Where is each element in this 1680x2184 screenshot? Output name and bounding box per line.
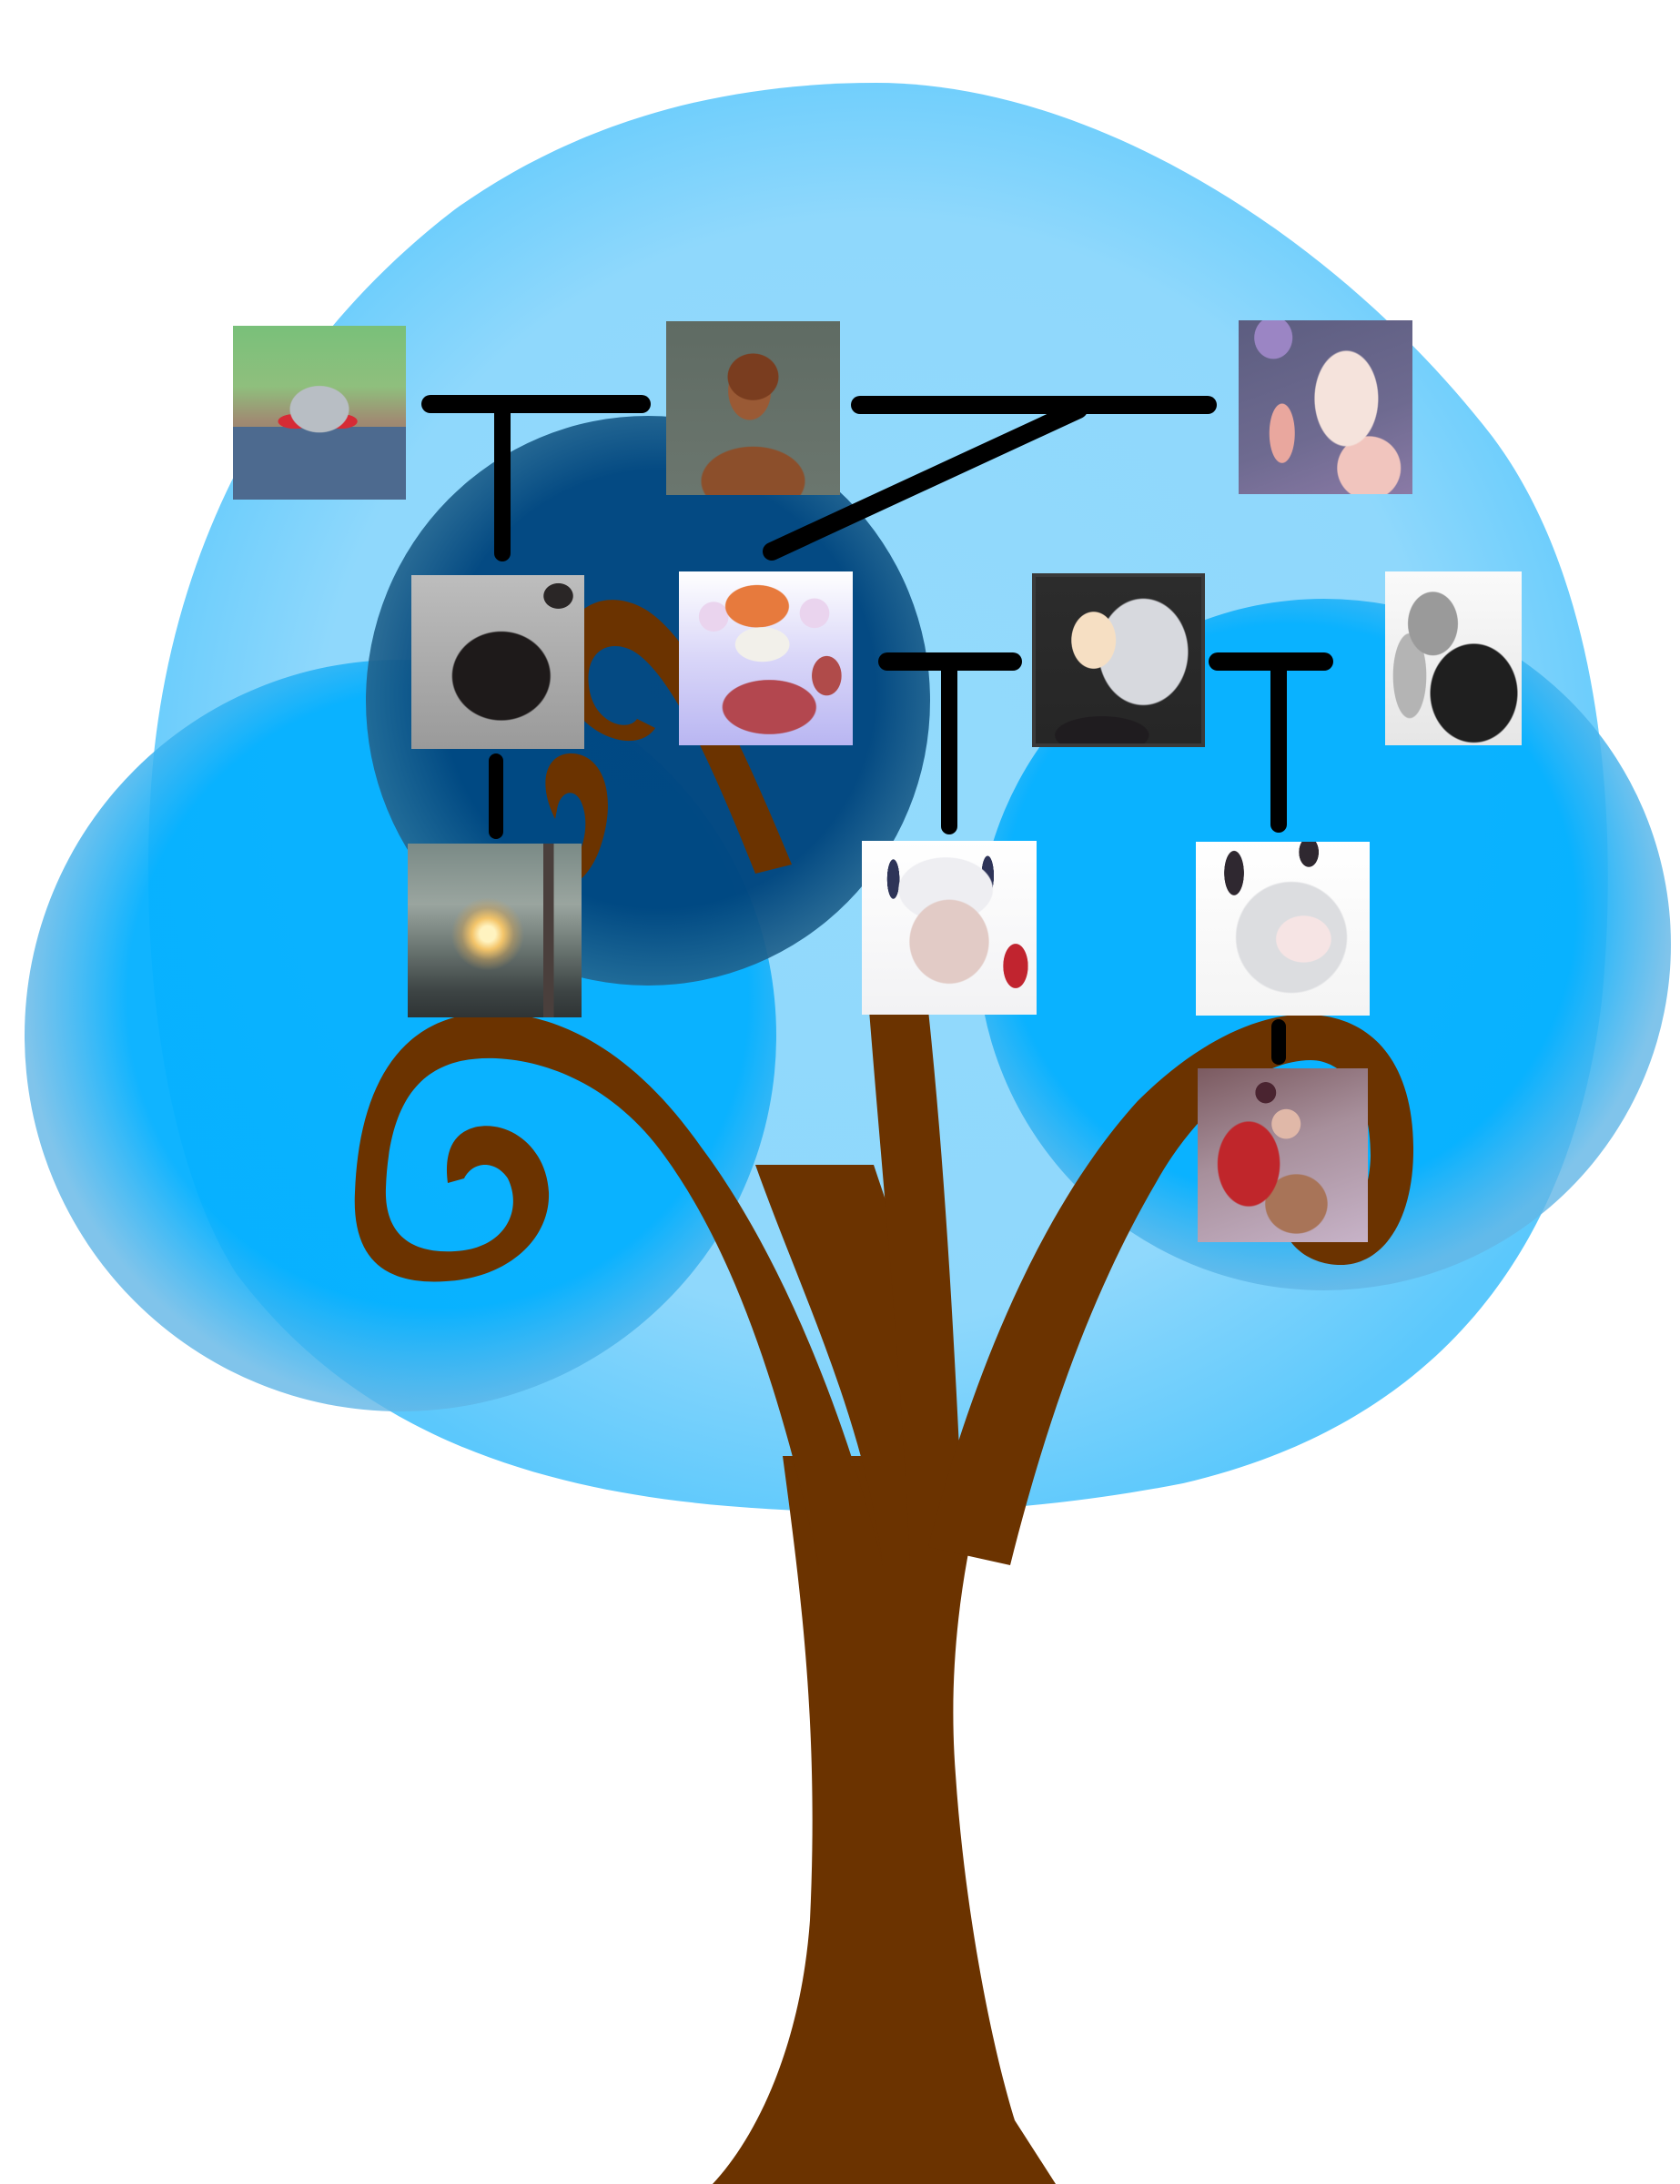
- portrait-pale-woman: Pale-haired woman in profile: [1239, 320, 1412, 494]
- portrait-horned-girl-label: White-haired horned girl with red ribbon: [862, 1003, 1037, 1015]
- upper-swirl: [559, 600, 792, 874]
- connectors: [421, 395, 1333, 1065]
- portrait-forest: Misty forest with glowing light: [408, 844, 582, 1017]
- portrait-pale-woman-label: Pale-haired woman in profile: [1239, 482, 1412, 494]
- portrait-forest-label: Misty forest with glowing light: [408, 1006, 582, 1017]
- connector-mouse-diagonal: [763, 400, 1088, 561]
- portrait-grey-figure-label: Long-haired figure in grayscale: [1385, 733, 1522, 745]
- portrait-bull: Black bull with multiple red eyes: [411, 575, 584, 749]
- portrait-red-demoness: Red-haired horned demoness: [1198, 1068, 1368, 1242]
- portrait-knight: Armored knight with maid headband: [233, 326, 406, 500]
- left-branch: [354, 1012, 883, 1565]
- portrait-white-horned-label: Silver-haired horned elf: [1196, 1004, 1370, 1016]
- portrait-bearded-man: Bearded man with long braided hair: [666, 321, 840, 495]
- portrait-red-demon-label: Red-haired horned demoness: [1198, 1230, 1368, 1242]
- portrait-bearded-label: Bearded man with long braided hair: [666, 483, 840, 495]
- portrait-mouse-girl: Mouse girl with orange hair and scarf: [679, 571, 853, 745]
- portrait-silver-haired-man: Silver-haired man with scar: [1032, 573, 1205, 747]
- portrait-horned-girl: White-haired horned girl with red ribbon: [862, 841, 1037, 1015]
- portrait-white-horned-elf: Silver-haired horned elf: [1196, 842, 1370, 1016]
- portrait-mouse-label: Mouse girl with orange hair and scarf: [679, 733, 853, 745]
- portrait-knight-label: Armored knight with maid headband: [233, 488, 406, 500]
- portrait-bull-label: Black bull with multiple red eyes: [411, 737, 584, 749]
- portrait-silver-man-label: Silver-haired man with scar: [1036, 732, 1201, 743]
- portrait-grey-figure: Long-haired figure in grayscale: [1385, 571, 1522, 745]
- upper-swirl-inner: [545, 753, 608, 888]
